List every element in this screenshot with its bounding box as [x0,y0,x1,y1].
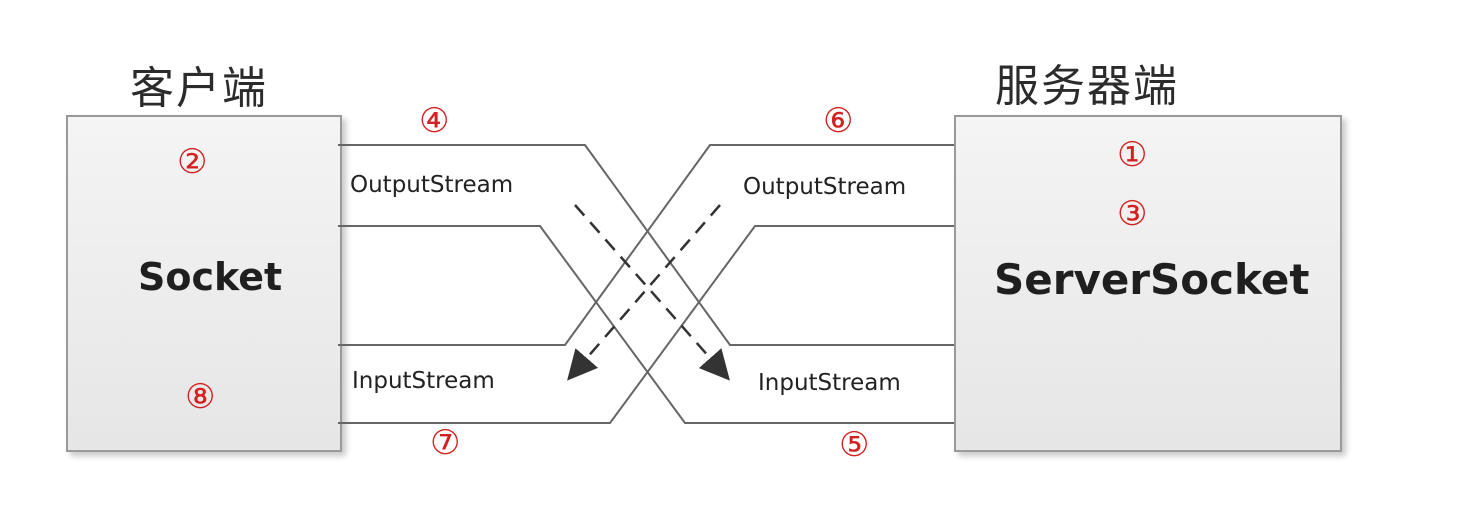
server-socket-label: ServerSocket [994,255,1310,304]
step-marker-6: ⑥ [823,101,854,141]
client-output-pipe-top [338,144,954,346]
server-socket-box: ServerSocket [954,115,1342,452]
step-marker-2: ② [177,142,208,182]
step-marker-5: ⑤ [839,425,870,465]
client-to-server-flow-arrow [574,204,730,381]
step-marker-4: ④ [419,101,450,141]
client-side-title: 客户端 [130,63,268,114]
step-marker-1: ① [1117,135,1148,175]
server-to-client-flow-arrow [567,204,721,381]
server-output-stream-label: OutputStream [743,174,907,200]
step-marker-8: ⑧ [185,377,216,417]
server-input-stream-label: InputStream [758,370,901,396]
client-input-stream-label: InputStream [352,368,495,394]
client-output-pipe-bottom [338,225,954,424]
step-marker-7: ⑦ [430,423,461,463]
server-output-pipe-top [338,144,954,346]
server-side-title: 服务器端 [995,61,1179,112]
step-marker-3: ③ [1117,194,1148,234]
server-output-pipe-bottom [338,225,954,424]
client-socket-label: Socket [138,255,283,299]
client-socket-box: Socket [66,115,342,452]
client-output-stream-label: OutputStream [350,172,514,198]
